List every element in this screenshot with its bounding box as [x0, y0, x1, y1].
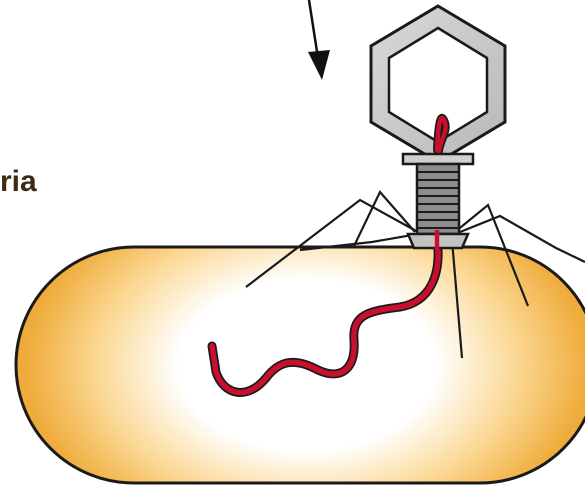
phage-collar: [403, 154, 473, 164]
phage-tail-sheath: [417, 164, 459, 234]
pointer-arrow: [308, 0, 330, 80]
bacteriophage: [371, 6, 505, 250]
partial-label: ria: [0, 167, 37, 197]
